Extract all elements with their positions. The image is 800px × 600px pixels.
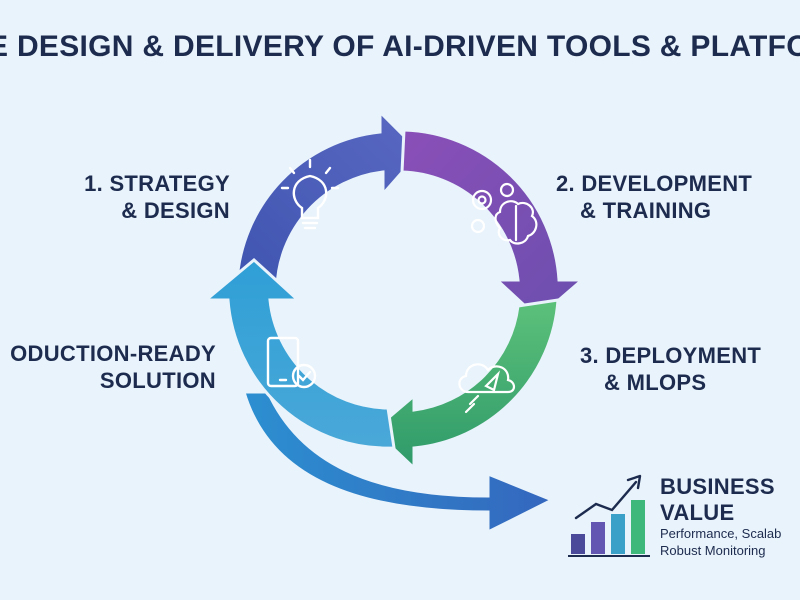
stage-label-strategy: 1. STRATEGY & DESIGN: [78, 170, 230, 224]
stage-label-development: 2. DEVELOPMENT & TRAINING: [556, 170, 752, 224]
business-value-line: VALUE: [660, 500, 735, 525]
stage-label-line: 2. DEVELOPMENT: [556, 171, 753, 196]
stage-label-line: & DESIGN: [121, 198, 230, 223]
stage-label-line: SOLUTION: [99, 368, 216, 393]
gears-brain-icon: [470, 182, 538, 245]
stage-label-line: 3. DEPLOYMENT: [580, 343, 762, 368]
cloud-rocket-icon: [458, 363, 516, 414]
output-arrow: [241, 390, 556, 535]
stage-label-deployment: 3. DEPLOYMENT & MLOPS: [580, 342, 761, 396]
business-value-subtitle: Performance, Scalab Robust Monitoring: [660, 525, 781, 559]
business-value-line: BUSINESS: [660, 474, 775, 499]
stage-label-line: & MLOPS: [604, 370, 707, 395]
business-value-sub-line: Robust Monitoring: [660, 543, 766, 558]
business-value-sub-line: Performance, Scalab: [660, 526, 782, 541]
tablet-check-icon: [266, 336, 317, 389]
stage-label-line: ODUCTION-READY: [10, 341, 216, 366]
growth-chart-icon: [568, 474, 650, 557]
segment-strategy: [235, 108, 423, 290]
stage-label-line: & TRAINING: [580, 198, 712, 223]
segment-development: [400, 128, 587, 321]
segment-deployment: [371, 298, 560, 472]
stage-label-line: 1. STRATEGY: [84, 171, 230, 196]
business-value-title: BUSINESS VALUE: [660, 474, 775, 526]
page-title: E DESIGN & DELIVERY OF AI-DRIVEN TOOLS &…: [0, 30, 800, 63]
segment-solution: [201, 258, 396, 450]
lightbulb-icon: [280, 158, 340, 230]
stage-label-solution: ODUCTION-READY SOLUTION: [0, 340, 216, 394]
